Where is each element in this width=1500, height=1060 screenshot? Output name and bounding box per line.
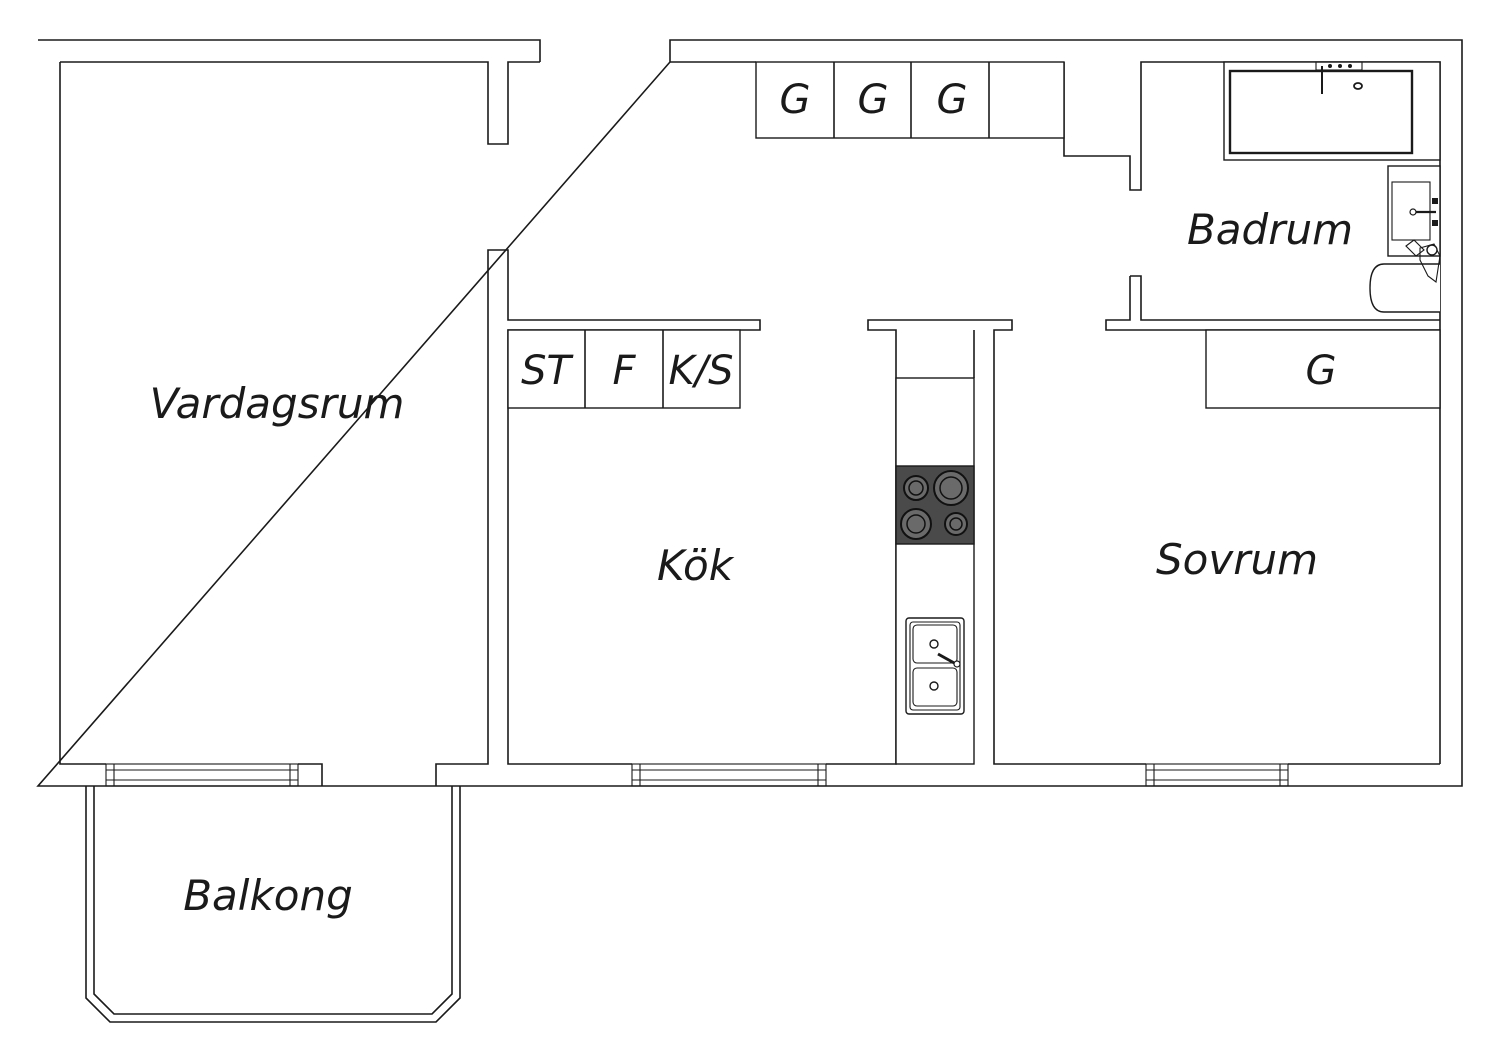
stove-icon	[895, 465, 975, 545]
kitchen-cabinets	[507, 329, 741, 409]
hall-wardrobe-label-1: G	[780, 77, 811, 123]
room-label-kitchen: Kök	[657, 541, 735, 590]
sink-icon	[905, 617, 965, 715]
toilet-icon	[1369, 239, 1441, 313]
cabinet-labels: G G G ST F K/S G	[521, 77, 1336, 394]
kitchen-cabinet-label-st: ST	[521, 348, 574, 394]
room-label-bathroom: Badrum	[1187, 205, 1353, 254]
hall-wardrobe-label-3: G	[937, 77, 968, 123]
balcony	[85, 786, 461, 1023]
bathroom-fixtures	[1223, 61, 1441, 313]
bedroom-wardrobe	[1205, 329, 1441, 409]
room-label-balcony: Balkong	[183, 871, 353, 920]
window-icon	[631, 763, 827, 787]
hall-wardrobe-label-2: G	[858, 77, 889, 123]
kitchen-cabinet-label-f: F	[612, 348, 636, 394]
bedroom-wardrobe-label: G	[1306, 348, 1337, 394]
window-icon	[105, 763, 299, 787]
room-label-bedroom: Sovrum	[1156, 535, 1318, 584]
hall-wardrobes	[755, 61, 1065, 139]
room-labels: Vardagsrum Kök Sovrum Badrum Balkong	[150, 205, 1353, 920]
room-label-living: Vardagsrum	[150, 379, 405, 428]
kitchen-cabinet-label-ks: K/S	[668, 348, 733, 394]
bathtub-icon	[1223, 61, 1441, 161]
window-icon	[1145, 763, 1289, 787]
washbasin-icon	[1387, 165, 1441, 257]
outer-walls	[36, 39, 1463, 787]
windows	[105, 763, 1289, 787]
kitchen-counter	[895, 330, 975, 765]
